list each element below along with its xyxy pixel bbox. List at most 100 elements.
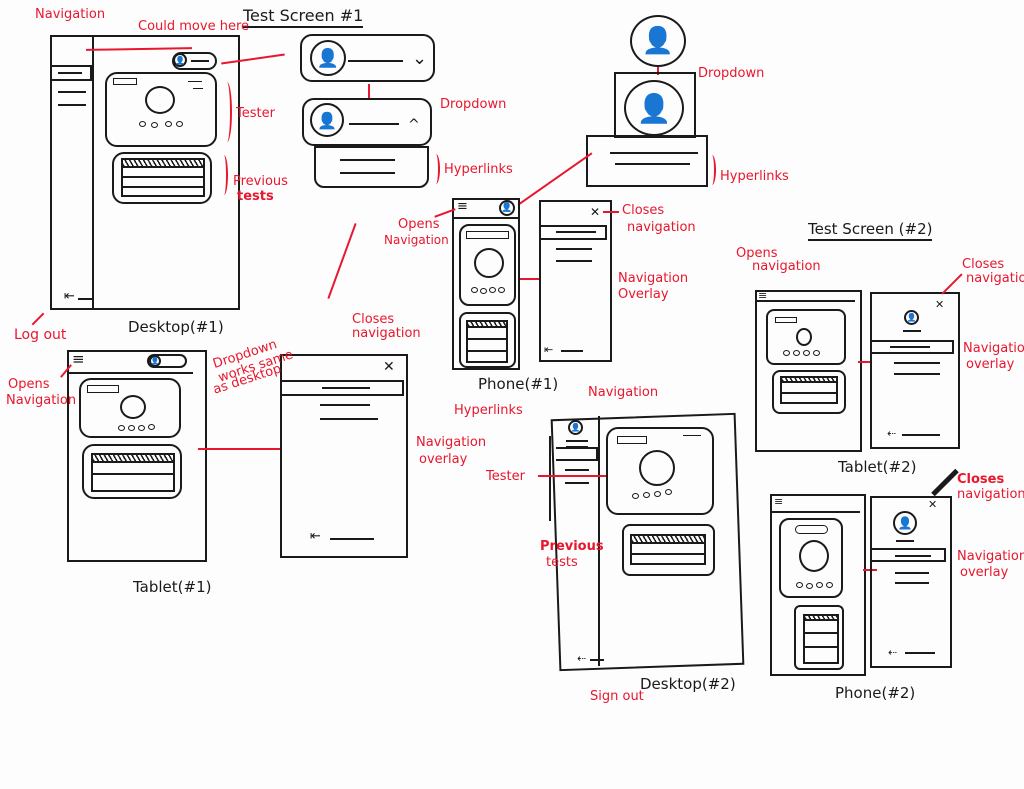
tester-dot[interactable]	[816, 582, 823, 588]
annotation-arrow	[538, 475, 606, 477]
overlay-active-item[interactable]	[539, 225, 607, 240]
annotation-bracket	[222, 82, 232, 142]
signout-icon[interactable]: ⇠	[577, 652, 587, 665]
hyperlink-line[interactable]	[615, 163, 690, 165]
nav-link-line[interactable]	[894, 362, 940, 364]
dropdown-expanded[interactable]	[302, 98, 432, 146]
nav-link-line[interactable]	[565, 482, 589, 484]
tester-label-box	[617, 436, 647, 444]
tester-label-box	[466, 231, 509, 239]
tester-dot[interactable]	[138, 425, 145, 431]
tester-dot[interactable]	[139, 121, 146, 127]
table-row	[121, 186, 205, 188]
logout-icon[interactable]: ⇤	[544, 343, 554, 356]
close-icon[interactable]: ✕	[928, 498, 938, 511]
dropdown-collapsed[interactable]	[300, 34, 435, 82]
tester-dot[interactable]	[826, 582, 833, 588]
tablet-2-tester-card	[766, 309, 846, 365]
tester-dot[interactable]	[654, 491, 661, 497]
tester-dot[interactable]	[471, 287, 478, 293]
overlay-active-item[interactable]	[870, 548, 946, 562]
annotation-navigation-overlay: Navigation	[618, 271, 689, 286]
close-icon[interactable]: ✕	[935, 298, 945, 311]
hamburger-icon[interactable]: ≡	[774, 495, 784, 508]
annotation-previous-tests-2: tests	[546, 555, 578, 570]
phone-2-nav-overlay	[870, 496, 952, 668]
nav-link-line[interactable]	[894, 373, 940, 375]
chevron-down-icon[interactable]: ⌄	[412, 48, 428, 69]
tester-dot[interactable]	[498, 287, 505, 293]
tester-dot[interactable]	[793, 350, 800, 356]
signout-line	[590, 659, 604, 661]
annotation-navigation-overlay-2: overlay	[960, 565, 1009, 580]
tester-dot[interactable]	[806, 583, 813, 589]
tester-dot[interactable]	[151, 122, 158, 128]
annotation-arrow	[858, 361, 870, 363]
logout-icon[interactable]: ⇤	[64, 289, 75, 304]
tester-dot[interactable]	[665, 489, 672, 495]
tester-label-box	[87, 385, 119, 393]
signout-line	[905, 652, 935, 654]
nav-link-line[interactable]	[320, 404, 370, 406]
tester-dot[interactable]	[489, 287, 496, 293]
logout-icon[interactable]: ⇤	[310, 529, 321, 544]
tester-label-box	[113, 78, 137, 85]
user-icon[interactable]: 👤	[893, 511, 917, 535]
tester-dot[interactable]	[796, 582, 803, 588]
dropdown-2-expanded[interactable]	[614, 72, 696, 138]
tablet-1-user-dropdown[interactable]	[147, 354, 187, 368]
chevron-up-icon[interactable]: ^	[408, 117, 420, 133]
nav-link-line[interactable]	[565, 469, 589, 471]
hyperlink-line[interactable]	[340, 172, 395, 174]
tester-dot[interactable]	[148, 424, 155, 430]
phone-1-caption: Phone(#1)	[478, 375, 559, 393]
desktop-2-active-nav-item[interactable]	[556, 447, 598, 461]
tester-dot[interactable]	[632, 493, 639, 499]
signout-line	[902, 434, 940, 436]
tester-dot[interactable]	[118, 425, 125, 431]
overlay-active-item[interactable]	[870, 340, 954, 354]
tester-dot[interactable]	[165, 121, 172, 127]
signout-icon[interactable]: ⇠	[888, 646, 898, 659]
hyperlink-line[interactable]	[566, 440, 588, 442]
hyperlink-line[interactable]	[610, 152, 698, 154]
annotation-navigation: Navigation	[588, 385, 659, 400]
annotation-navigation-overlay-2: overlay	[966, 357, 1015, 372]
table-body	[121, 167, 205, 197]
table-row	[121, 176, 205, 178]
table-header	[803, 614, 839, 621]
hamburger-icon[interactable]: ≡	[758, 289, 768, 302]
hamburger-icon[interactable]: ≡	[457, 199, 468, 214]
table-row	[803, 646, 839, 648]
tester-dot[interactable]	[813, 350, 820, 356]
annotation-closes-navigation-2: navigation	[627, 220, 696, 235]
nav-link-line[interactable]	[895, 572, 929, 574]
hamburger-icon[interactable]: ≡	[72, 350, 85, 368]
annotation-navigation: Navigation	[35, 7, 106, 22]
phone-2-previous-tests-card	[794, 605, 844, 670]
tester-dot[interactable]	[643, 492, 650, 498]
user-icon[interactable]: 👤	[904, 310, 919, 325]
tester-dot[interactable]	[803, 350, 810, 356]
annotation-closes-navigation: Closes	[962, 257, 1005, 272]
table-row	[466, 350, 508, 352]
nav-link-line[interactable]	[556, 260, 592, 262]
nav-link-line[interactable]	[556, 248, 592, 250]
tester-dot[interactable]	[480, 288, 487, 294]
close-icon[interactable]: ✕	[590, 205, 601, 219]
nav-link-line[interactable]	[895, 582, 929, 584]
user-icon[interactable]: 👤	[568, 420, 583, 435]
close-icon[interactable]: ✕	[383, 359, 395, 375]
table-header	[91, 453, 175, 463]
user-icon[interactable]: 👤	[499, 200, 515, 216]
annotation-dropdown: Dropdown	[440, 97, 507, 112]
tester-dot[interactable]	[176, 121, 183, 127]
nav-link-line[interactable]	[320, 418, 378, 420]
table-body	[91, 462, 175, 492]
tester-dot[interactable]	[128, 425, 135, 431]
tester-dot[interactable]	[783, 350, 790, 356]
overlay-active-item[interactable]	[280, 380, 404, 396]
signout-icon[interactable]: ⇠	[887, 427, 897, 440]
hyperlink-line[interactable]	[340, 159, 395, 161]
desktop-1-caption: Desktop(#1)	[128, 318, 224, 336]
